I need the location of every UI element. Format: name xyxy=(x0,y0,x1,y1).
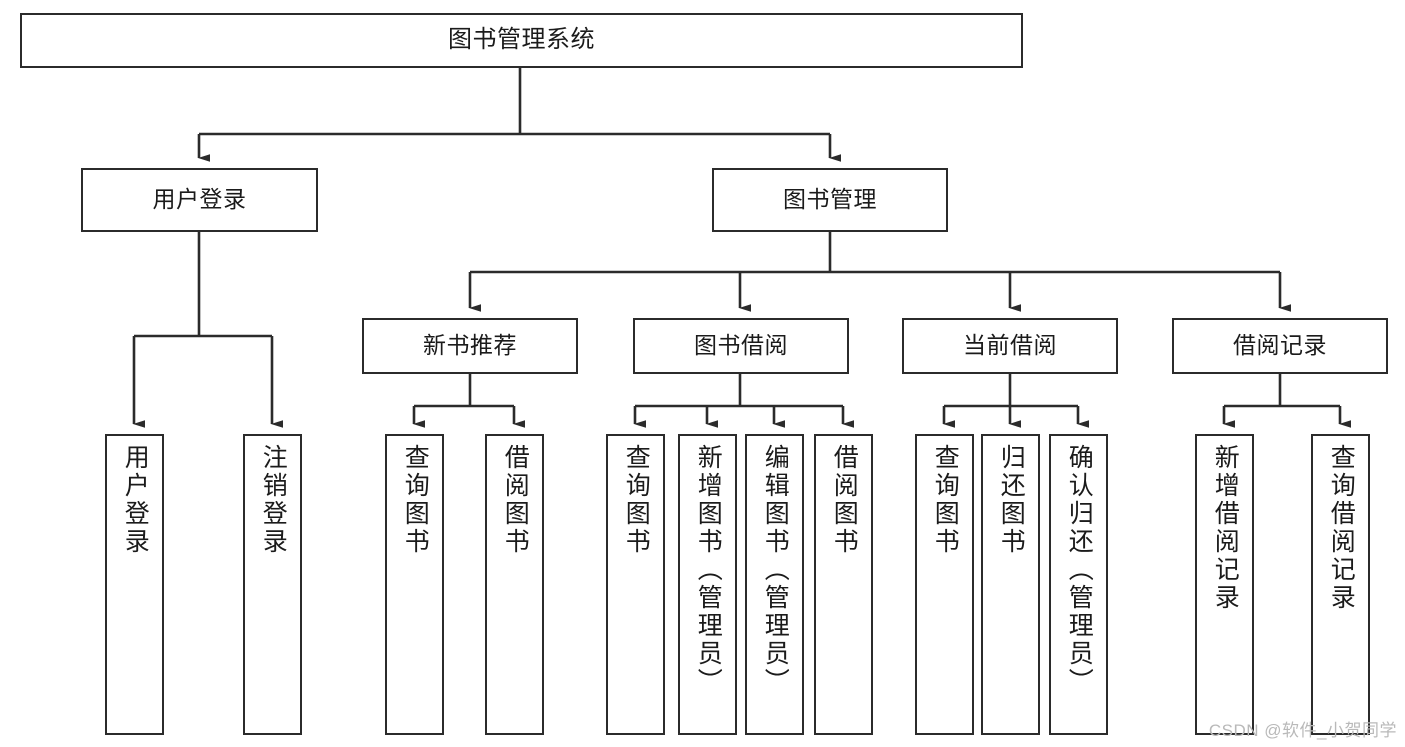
leaf-recommend-borrow-book[interactable]: 借阅图书 xyxy=(485,434,544,735)
node-label: 查询图书 xyxy=(931,444,960,556)
node-label: 借阅图书 xyxy=(501,444,530,556)
node-book-management[interactable]: 图书管理 xyxy=(712,168,948,232)
watermark: CSDN @软件_小贺同学 xyxy=(1208,721,1397,740)
node-label: 查询图书 xyxy=(622,444,651,556)
node-label: 用户登录 xyxy=(152,186,247,213)
node-label: 借阅记录 xyxy=(1233,332,1327,359)
leaf-recommend-query-book[interactable]: 查询图书 xyxy=(385,434,444,735)
leaf-record-query-record[interactable]: 查询借阅记录 xyxy=(1311,434,1370,735)
node-label: 查询借阅记录 xyxy=(1327,444,1356,612)
node-label: 确认归还（管理员） xyxy=(1065,444,1094,696)
node-label: 图书借阅 xyxy=(694,332,788,359)
node-label: 查询图书 xyxy=(401,444,430,556)
leaf-current-return-book[interactable]: 归还图书 xyxy=(981,434,1040,735)
node-label: 新增借阅记录 xyxy=(1211,444,1240,612)
leaf-user-login-logout[interactable]: 注销登录 xyxy=(243,434,302,735)
node-user-login[interactable]: 用户登录 xyxy=(81,168,318,232)
node-label: 当前借阅 xyxy=(963,332,1057,359)
node-label: 注销登录 xyxy=(259,444,288,556)
node-label: 用户登录 xyxy=(121,444,150,556)
node-borrow-record[interactable]: 借阅记录 xyxy=(1172,318,1388,374)
node-label: 借阅图书 xyxy=(830,444,859,556)
leaf-borrow-query-book[interactable]: 查询图书 xyxy=(606,434,665,735)
node-root-system[interactable]: 图书管理系统 xyxy=(20,13,1023,68)
leaf-borrow-edit-book[interactable]: 编辑图书（管理员） xyxy=(745,434,804,735)
node-label: 新增图书（管理员） xyxy=(694,444,723,696)
leaf-borrow-add-book[interactable]: 新增图书（管理员） xyxy=(678,434,737,735)
leaf-borrow-borrow-book[interactable]: 借阅图书 xyxy=(814,434,873,735)
node-label: 归还图书 xyxy=(997,444,1026,556)
node-label: 图书管理 xyxy=(783,186,877,213)
node-book-borrow[interactable]: 图书借阅 xyxy=(633,318,849,374)
leaf-current-query-book[interactable]: 查询图书 xyxy=(915,434,974,735)
node-current-borrow[interactable]: 当前借阅 xyxy=(902,318,1118,374)
node-label: 新书推荐 xyxy=(423,332,517,359)
leaf-user-login-login[interactable]: 用户登录 xyxy=(105,434,164,735)
node-label: 图书管理系统 xyxy=(448,26,595,54)
leaf-current-confirm-return[interactable]: 确认归还（管理员） xyxy=(1049,434,1108,735)
node-label: 编辑图书（管理员） xyxy=(761,444,790,696)
leaf-record-add-record[interactable]: 新增借阅记录 xyxy=(1195,434,1254,735)
node-new-book-recommend[interactable]: 新书推荐 xyxy=(362,318,578,374)
